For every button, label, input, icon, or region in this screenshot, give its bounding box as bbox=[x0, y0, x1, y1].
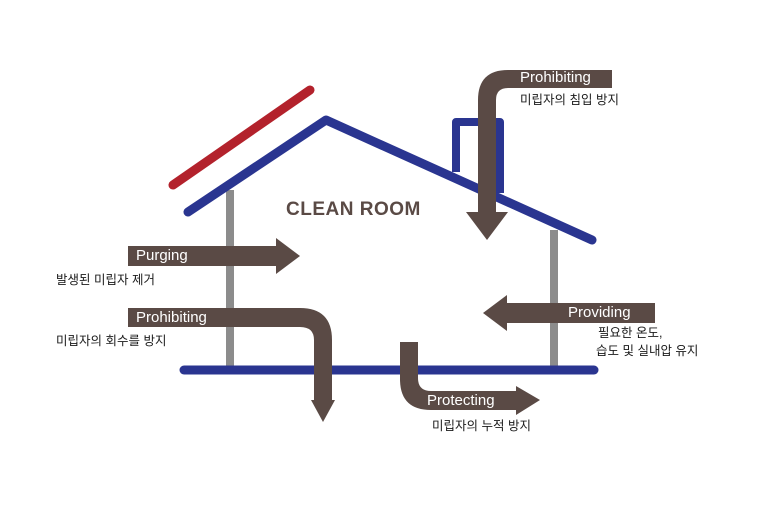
protecting-arrowhead bbox=[516, 386, 540, 415]
purging-desc: 발생된 미립자 제거 bbox=[56, 273, 155, 287]
red-roof-line bbox=[168, 85, 315, 190]
providing-desc-line2: 습도 및 실내압 유지 bbox=[596, 344, 699, 358]
prohibiting-top-arrowhead bbox=[466, 212, 508, 240]
purging-arrowhead bbox=[276, 238, 300, 274]
providing-arrow-shaft bbox=[505, 303, 655, 323]
prohibiting-left-arrow bbox=[128, 308, 332, 402]
protecting-desc: 미립자의 누적 방지 bbox=[432, 419, 531, 433]
prohibiting-top-desc: 미립자의 침입 방지 bbox=[520, 93, 619, 107]
prohibiting-left-tag: Prohibiting bbox=[136, 309, 207, 326]
protecting-tag: Protecting bbox=[427, 392, 495, 409]
providing-desc-line1: 필요한 온도, bbox=[598, 326, 663, 340]
protecting-arrow bbox=[400, 342, 518, 410]
purging-tag: Purging bbox=[136, 247, 188, 264]
diagram-title: CLEAN ROOM bbox=[286, 199, 421, 220]
prohibiting-top-tag: Prohibiting bbox=[520, 69, 591, 86]
purging-arrow-shaft bbox=[128, 246, 278, 266]
prohibiting-left-desc: 미립자의 회수를 방지 bbox=[56, 334, 167, 348]
prohibiting-left-arrowhead bbox=[311, 400, 335, 422]
providing-tag: Providing bbox=[568, 304, 631, 321]
prohibiting-top-arrow bbox=[478, 70, 612, 212]
navy-roof bbox=[183, 115, 597, 245]
providing-arrowhead bbox=[483, 295, 507, 331]
